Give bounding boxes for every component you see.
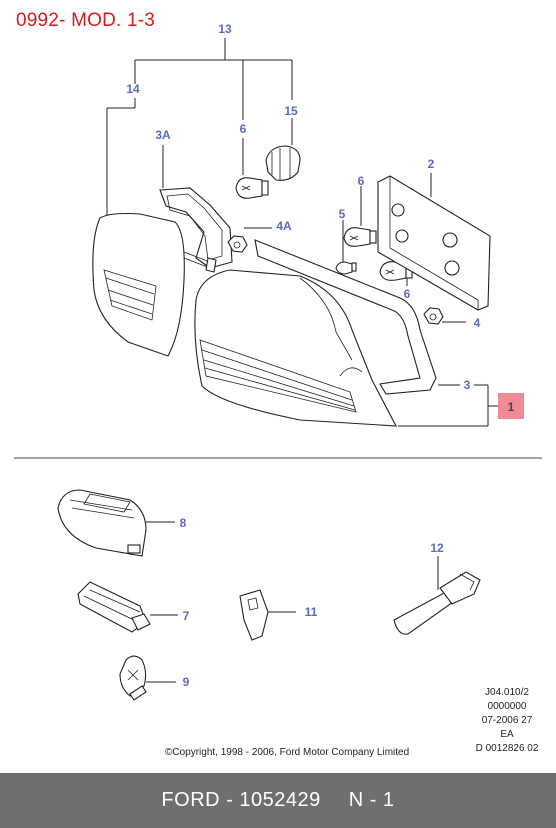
- bulb-6-right-upper: [343, 227, 377, 247]
- gasket-3: [254, 239, 437, 395]
- copyright-notice: ©Copyright, 1998 - 2006, Ford Motor Comp…: [165, 747, 410, 758]
- bulb-9: [119, 655, 176, 701]
- callout-6-top[interactable]: 6: [240, 122, 247, 136]
- callout-6-right-upper[interactable]: 6: [358, 174, 365, 188]
- bulb-holder-2: [377, 175, 491, 311]
- bulb-5: [335, 261, 357, 275]
- reference-line-2: 0000000: [487, 701, 527, 712]
- lamp-housing-14: [92, 212, 217, 357]
- socket-15: [265, 145, 301, 181]
- callout-4[interactable]: 4: [474, 316, 481, 330]
- callout-5[interactable]: 5: [339, 207, 346, 221]
- reference-line-4: EA: [500, 729, 514, 740]
- reference-block: J04.010/2 0000000 07-2006 27 EA D 001282…: [470, 686, 544, 756]
- main-lamp-1: [194, 269, 397, 427]
- callout-2[interactable]: 2: [428, 157, 435, 171]
- callout-3[interactable]: 3: [464, 378, 471, 392]
- leader-lines-top: [106, 38, 498, 427]
- footer-part-number: FORD - 1052429: [161, 789, 321, 811]
- lamp-8: [57, 489, 175, 557]
- callout-13[interactable]: 13: [218, 22, 232, 36]
- callout-12[interactable]: 12: [430, 541, 444, 555]
- footer-bar: FORD - 1052429 N - 1: [0, 773, 556, 828]
- nut-4: [423, 307, 444, 325]
- callout-1[interactable]: 1: [508, 400, 515, 414]
- callout-14[interactable]: 14: [126, 82, 140, 96]
- callout-11[interactable]: 11: [305, 605, 318, 619]
- part-1-highlight: [498, 393, 524, 419]
- footer-position: N - 1: [348, 789, 395, 811]
- callout-15[interactable]: 15: [284, 104, 298, 118]
- nut-4a: [227, 235, 248, 253]
- sensor-12: [393, 556, 481, 635]
- connector-11: [239, 589, 296, 641]
- callout-4a[interactable]: 4A: [276, 219, 292, 233]
- bulb-6-top: [235, 177, 269, 199]
- reference-line-1: J04.010/2: [485, 687, 529, 698]
- callout-6-right-lower[interactable]: 6: [404, 287, 411, 301]
- callout-9[interactable]: 9: [183, 675, 190, 689]
- diagram-title: 0992- MOD. 1-3: [16, 10, 156, 31]
- callout-8[interactable]: 8: [180, 516, 187, 530]
- callout-3a[interactable]: 3A: [155, 128, 171, 142]
- holder-7: [77, 581, 178, 633]
- reference-line-5: D 0012826 02: [475, 743, 539, 754]
- callout-7[interactable]: 7: [183, 609, 190, 623]
- reference-line-3: 07-2006 27: [481, 715, 533, 726]
